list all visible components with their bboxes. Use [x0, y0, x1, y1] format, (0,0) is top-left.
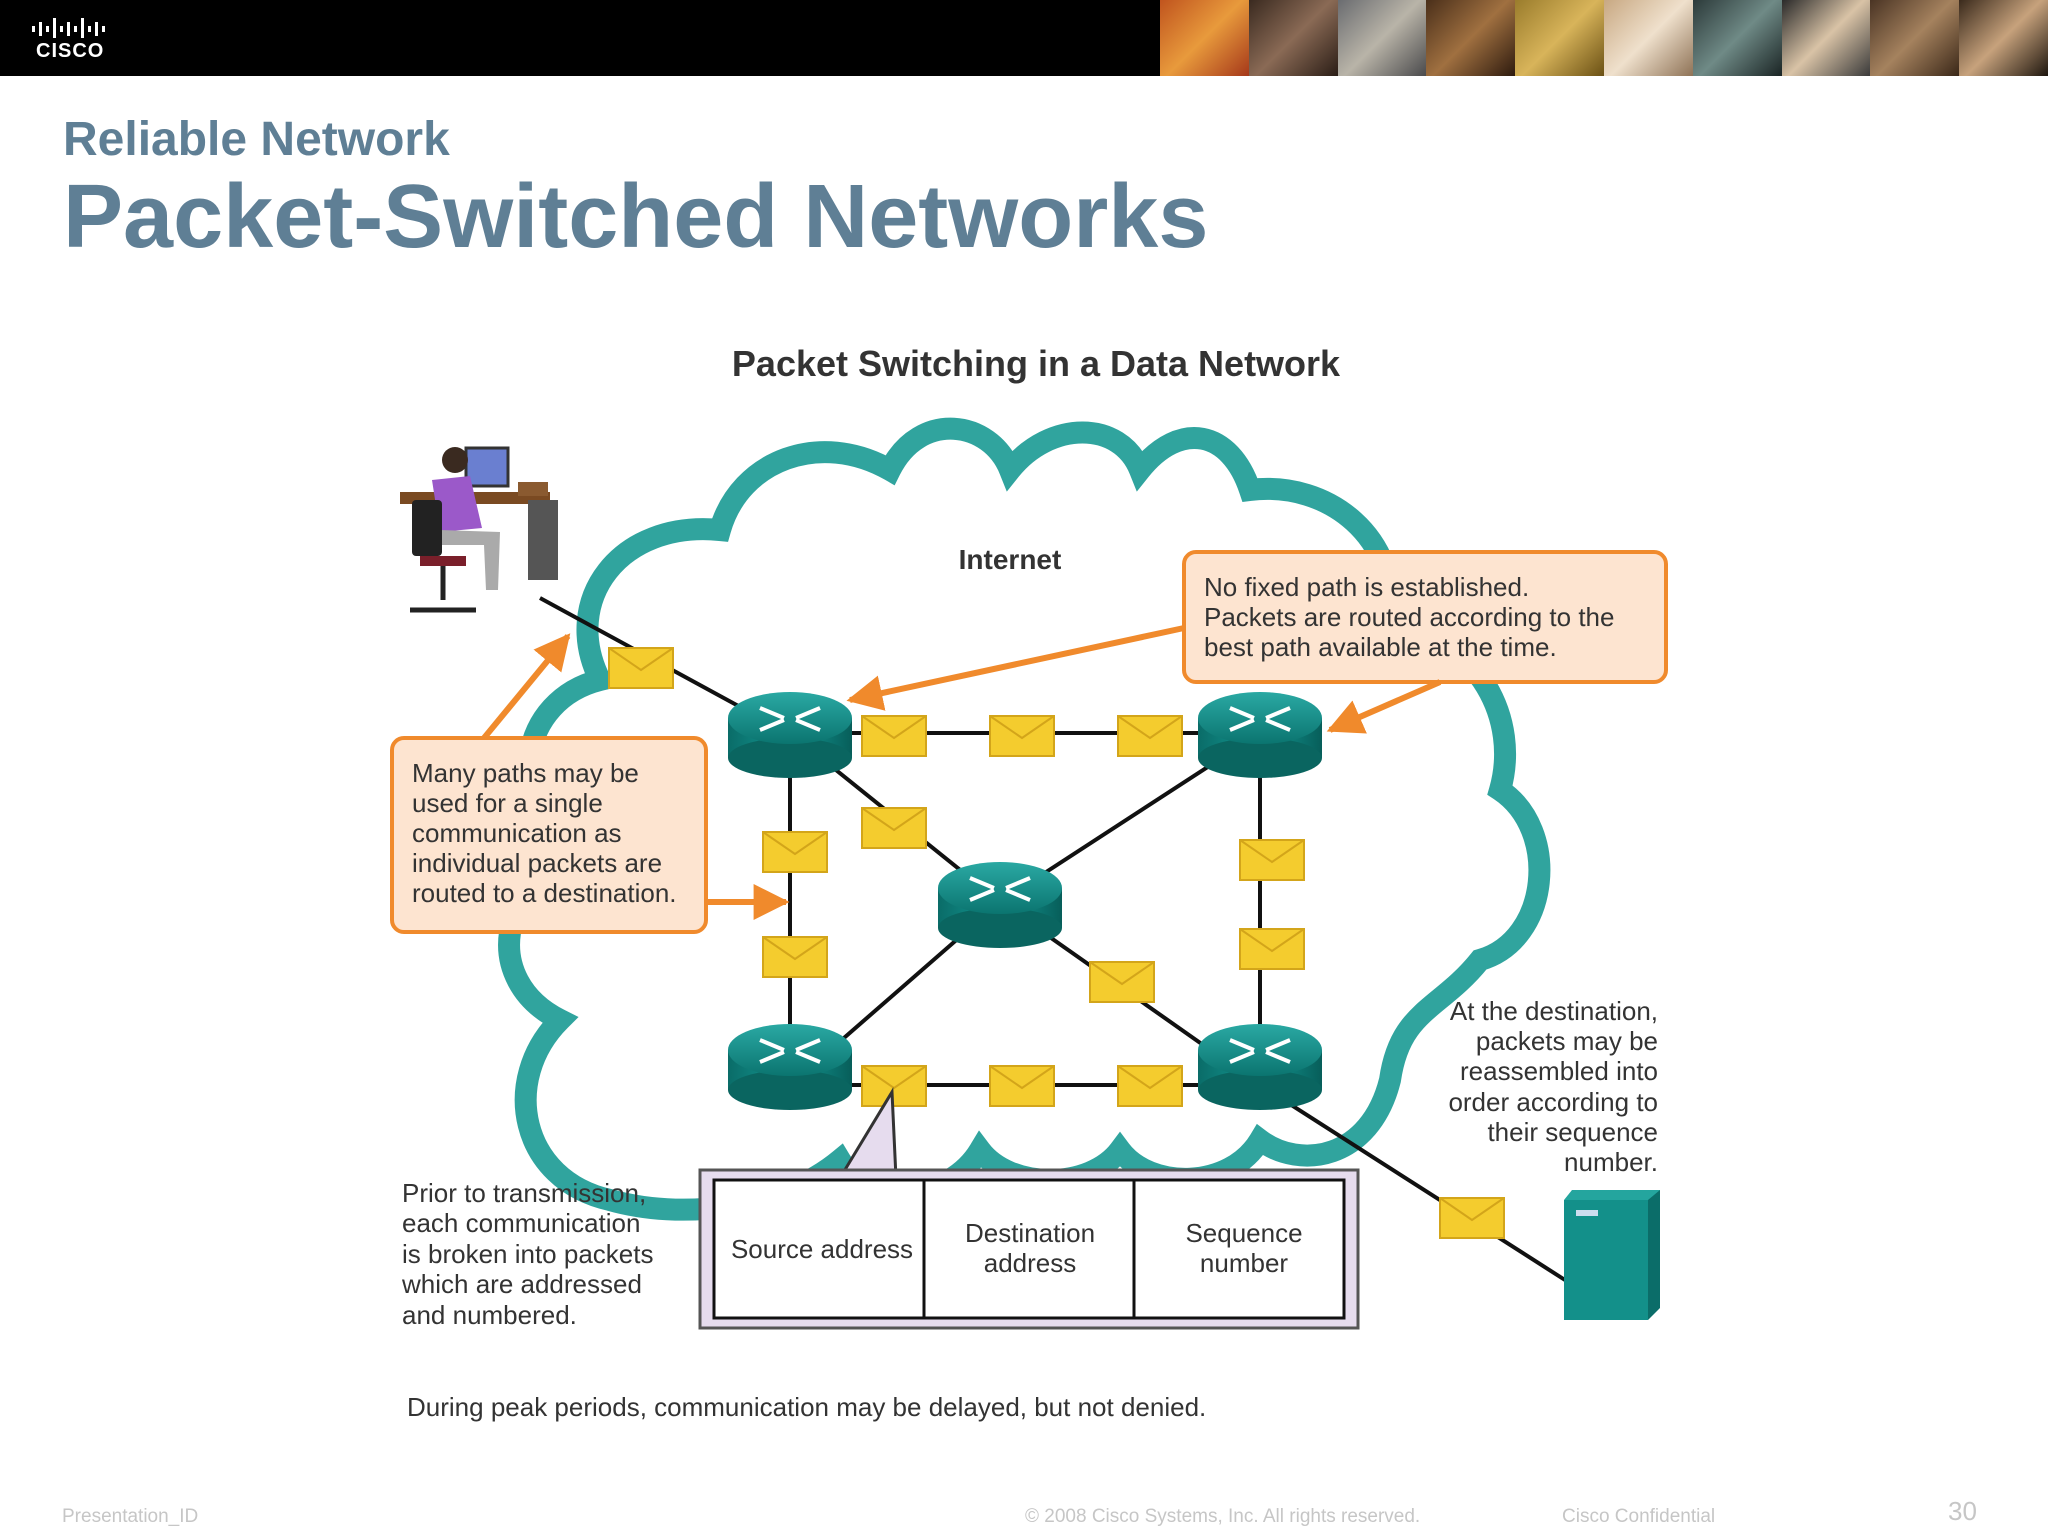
callout-top-line-3: best path available at the time. — [1204, 632, 1557, 662]
note-right-line-1: At the destination, — [1450, 996, 1658, 1026]
slide-subtitle: Reliable Network — [63, 113, 450, 166]
photo-10 — [1959, 0, 2048, 76]
link-r4-server — [1258, 1083, 1567, 1282]
internet-cloud — [498, 417, 1551, 1221]
cisco-logo-icon — [32, 18, 105, 38]
packet-flaps — [608, 647, 1505, 1222]
router-top-right — [1198, 692, 1322, 778]
note-right-line-4: order according to — [1448, 1087, 1658, 1117]
callout-many-paths: Many paths may be used for a single comm… — [390, 736, 708, 934]
router-top-left — [728, 692, 852, 778]
note-right-line-3: reassembled into — [1460, 1056, 1658, 1086]
field-sequence-line-2: number — [1200, 1248, 1288, 1278]
note-left-line-1: Prior to transmission, — [402, 1178, 646, 1208]
workstation-user-icon — [400, 446, 558, 613]
footer-copyright: © 2008 Cisco Systems, Inc. All rights re… — [1025, 1506, 1421, 1527]
diagram-caption: During peak periods, communication may b… — [407, 1392, 1206, 1422]
note-right-line-6: number. — [1564, 1147, 1658, 1177]
callout-no-fixed-path: No fixed path is established. Packets ar… — [1182, 550, 1668, 684]
packet-header-box: Source address Destination address Seque… — [698, 1087, 1360, 1330]
footer-confidential: Cisco Confidential — [1562, 1506, 1716, 1527]
photo-9 — [1870, 0, 1960, 76]
note-prior-transmission: Prior to transmission, each communicatio… — [401, 1178, 653, 1330]
diagram-heading: Packet Switching in a Data Network — [732, 343, 1341, 384]
cisco-logo-text: CISCO — [36, 40, 105, 62]
photo-2 — [1248, 0, 1338, 76]
arrow-to-workstation — [481, 633, 571, 740]
internet-label: Internet — [959, 544, 1062, 575]
field-source-address: Source address — [731, 1234, 913, 1264]
router-bottom-left — [728, 1024, 852, 1110]
photo-1 — [1160, 0, 1249, 76]
note-destination: At the destination, packets may be reass… — [1448, 996, 1658, 1177]
note-left-line-3: is broken into packets — [402, 1239, 653, 1269]
callout-top-line-1: No fixed path is established. — [1204, 572, 1529, 602]
footer-page-number: 30 — [1948, 1496, 1977, 1526]
note-right-line-2: packets may be — [1476, 1026, 1658, 1056]
footer-presentation-id: Presentation_ID — [62, 1506, 199, 1527]
callout-left-line-5: routed to a destination. — [412, 878, 677, 908]
arrow-to-router-top-right — [1326, 679, 1442, 734]
field-sequence-line-1: Sequence — [1185, 1218, 1302, 1248]
note-left-line-4: which are addressed — [401, 1269, 642, 1299]
router-bottom-right — [1198, 1024, 1322, 1110]
photo-5 — [1515, 0, 1604, 76]
photo-8 — [1781, 0, 1871, 76]
photo-7 — [1692, 0, 1782, 76]
router-center — [938, 862, 1062, 948]
photo-6 — [1603, 0, 1693, 76]
callout-top-line-2: Packets are routed according to the — [1204, 602, 1614, 632]
callout-left-line-4: individual packets are — [412, 848, 662, 878]
photo-4 — [1426, 0, 1516, 76]
server-icon — [1564, 1190, 1660, 1320]
slide-title: Packet-Switched Networks — [63, 167, 1209, 267]
photo-3 — [1337, 0, 1427, 76]
top-banner: CISCO — [0, 0, 2048, 76]
callout-left-line-1: Many paths may be — [412, 758, 639, 788]
note-left-line-5: and numbered. — [402, 1300, 577, 1330]
field-destination-line-1: Destination — [965, 1218, 1095, 1248]
note-left-line-2: each communication — [402, 1208, 640, 1238]
people-photo-strip — [1160, 0, 2048, 76]
arrow-to-router-top-left — [846, 625, 1185, 711]
note-right-line-5: their sequence — [1487, 1117, 1658, 1147]
callout-left-line-2: used for a single — [412, 788, 603, 818]
field-destination-line-2: address — [984, 1248, 1077, 1278]
callout-left-line-3: communication as — [412, 818, 622, 848]
